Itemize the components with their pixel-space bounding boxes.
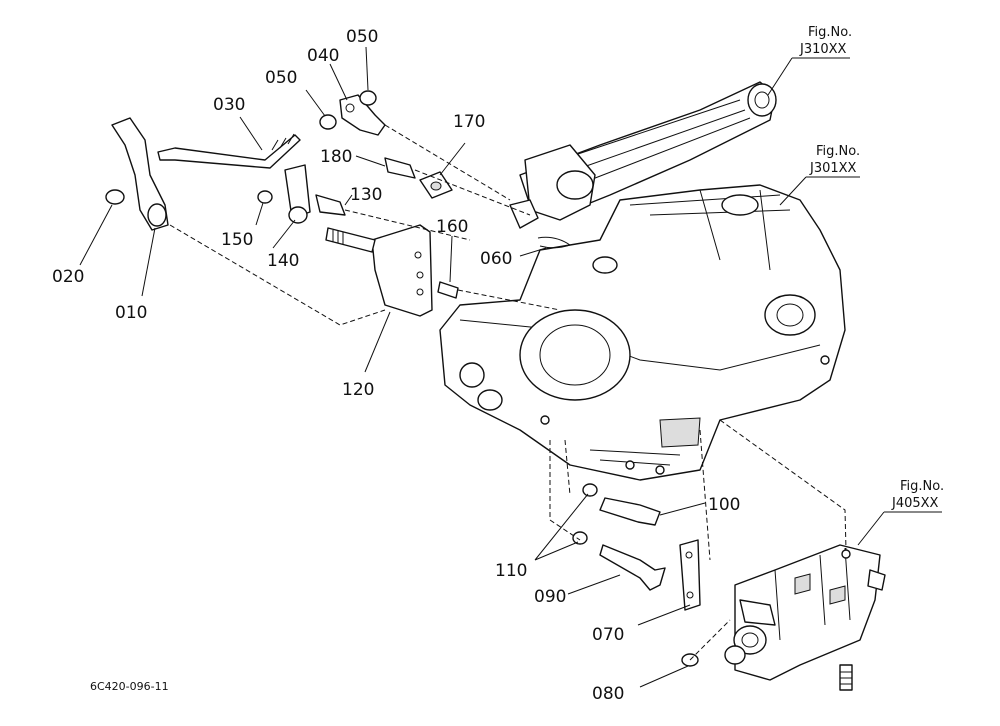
callout-110: 110	[495, 561, 527, 581]
callout-020: 020	[52, 267, 84, 287]
part-120-bracket	[371, 224, 433, 317]
hydraulic-housing-illustration	[439, 184, 846, 481]
figref-j310-line1: Fig.No.	[808, 25, 852, 40]
assembly-guide-lines	[169, 124, 847, 661]
figref-j301-line1: Fig.No.	[816, 144, 860, 159]
callout-030: 030	[213, 95, 245, 115]
part-160-pin	[437, 281, 459, 299]
part-140-plate	[284, 164, 311, 219]
leader-lines	[79, 46, 942, 688]
part-070-plate	[679, 539, 701, 611]
figref-j301-line2: J301XX	[809, 161, 857, 176]
document-id: 6C420-096-11	[90, 680, 169, 693]
part-010-lever	[111, 117, 169, 231]
part-060-clip	[537, 236, 572, 249]
figref-j405-line2: J405XX	[891, 496, 939, 511]
callout-090: 090	[534, 587, 566, 607]
part-150-ring	[257, 190, 273, 204]
callout-010: 010	[115, 303, 147, 323]
callout-130: 130	[350, 185, 382, 205]
part-110-oring-b	[572, 531, 588, 545]
part-020-ring	[105, 189, 125, 205]
callout-050-a: 050	[346, 27, 378, 47]
callout-060: 060	[480, 249, 512, 269]
callout-100: 100	[708, 495, 740, 515]
callout-080: 080	[592, 684, 624, 704]
callout-120: 120	[342, 380, 374, 400]
part-180-fitting	[384, 157, 416, 179]
part-090-pin	[599, 544, 666, 591]
callout-170: 170	[453, 112, 485, 132]
callout-040: 040	[307, 46, 339, 66]
valve-block-illustration	[724, 544, 886, 691]
callout-070: 070	[592, 625, 624, 645]
part-110-oring-a	[582, 483, 598, 497]
figref-j310-line2: J310XX	[799, 42, 847, 57]
callout-160: 160	[436, 217, 468, 237]
part-050-nut-a	[319, 114, 337, 130]
figref-j405-line1: Fig.No.	[900, 479, 944, 494]
part-100-pin	[599, 497, 661, 526]
part-030-rod	[157, 134, 301, 169]
callout-180: 180	[320, 147, 352, 167]
callout-140: 140	[267, 251, 299, 271]
callout-050-b: 050	[265, 68, 297, 88]
lift-arm-illustration	[509, 81, 777, 229]
figure-references: Fig.No. J310XX Fig.No. J301XX Fig.No. J4…	[799, 25, 944, 511]
callout-150: 150	[221, 230, 253, 250]
part-050-nut-b	[359, 90, 377, 106]
callout-labels: 010 020 030 040 050 050 060 070 080 090 …	[52, 27, 740, 704]
part-130-fitting	[315, 194, 346, 216]
